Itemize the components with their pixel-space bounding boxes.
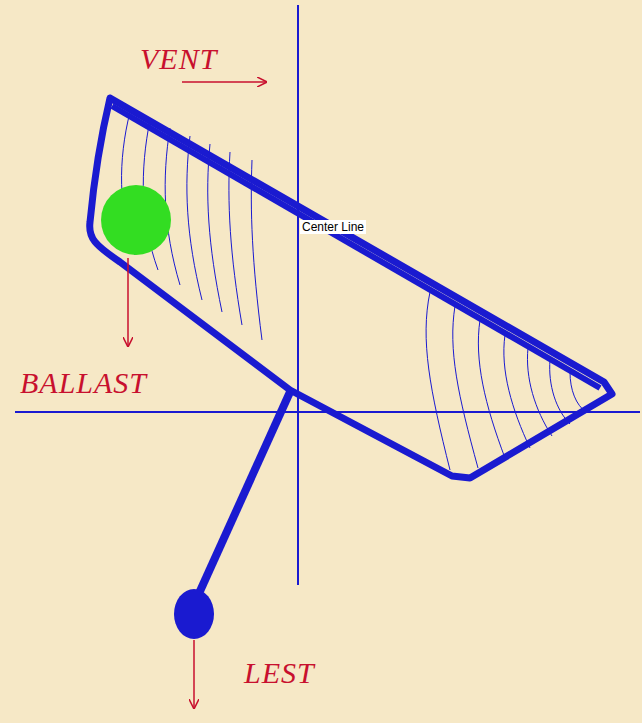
ballast-mass [101, 185, 171, 255]
ballast-arrow [127, 258, 129, 346]
hull-sections [122, 112, 586, 470]
vertical-axis [297, 5, 299, 585]
lest-label: LEST [244, 656, 315, 690]
hull-outline [90, 98, 612, 478]
deck-line [112, 106, 600, 388]
wind-arrow [182, 81, 266, 83]
center-line-label: Center Line [300, 220, 366, 234]
ballast-label: BALLAST [20, 366, 147, 400]
keel-bulb [174, 589, 214, 639]
lest-arrow [193, 640, 195, 708]
wind-label: VENT [140, 42, 217, 76]
keel [196, 392, 290, 600]
